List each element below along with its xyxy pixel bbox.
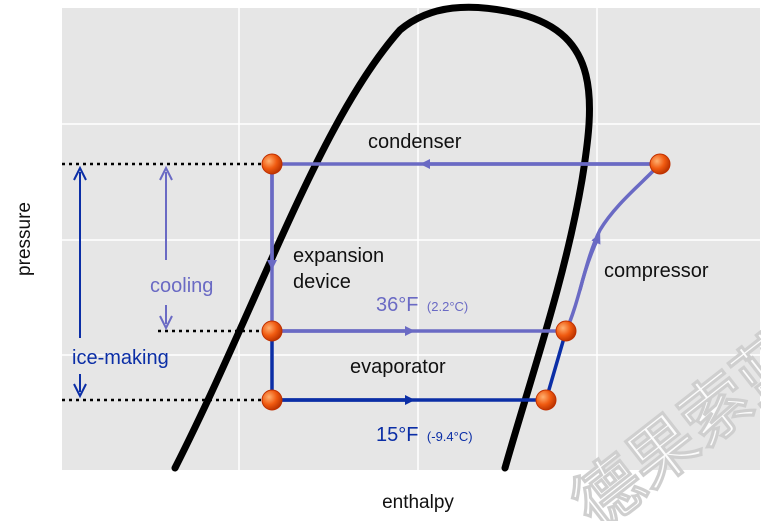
ice-temp-sub: (-9.4°C) bbox=[427, 429, 473, 444]
state-point-ice-left bbox=[261, 389, 283, 411]
ice-temp-label: 15°F (-9.4°C) bbox=[376, 424, 473, 446]
state-point-condenser-left bbox=[261, 153, 283, 175]
ice-making-range-arrow bbox=[73, 165, 87, 399]
state-point-cooling-left bbox=[261, 320, 283, 342]
ice-temp-main: 15°F bbox=[376, 424, 418, 446]
ice-making-label: ice-making bbox=[72, 347, 169, 369]
cooling-cycle bbox=[267, 159, 662, 336]
pressure-level-lines bbox=[62, 162, 268, 402]
x-axis-label: enthalpy bbox=[382, 492, 454, 513]
compressor-label: compressor bbox=[604, 260, 709, 282]
condenser-label: condenser bbox=[368, 131, 462, 153]
state-point-cooling-right bbox=[555, 320, 577, 342]
state-point-condenser-right bbox=[649, 153, 671, 175]
cooling-temp-sub: (2.2°C) bbox=[427, 299, 468, 314]
state-point-ice-right bbox=[535, 389, 557, 411]
cooling-temp-label: 36°F (2.2°C) bbox=[376, 294, 468, 316]
expansion-label-line1: expansion bbox=[293, 245, 384, 267]
y-axis-label: pressure bbox=[14, 202, 35, 276]
saturation-dome-curve bbox=[171, 3, 593, 472]
cooling-range-arrow bbox=[159, 165, 173, 331]
plot-area bbox=[62, 8, 760, 470]
state-points bbox=[261, 153, 671, 411]
ice-making-cycle bbox=[270, 330, 568, 405]
cooling-label: cooling bbox=[150, 275, 213, 297]
evaporator-label: evaporator bbox=[350, 356, 446, 378]
cooling-temp-main: 36°F bbox=[376, 294, 418, 316]
expansion-label-line2: device bbox=[293, 271, 351, 293]
